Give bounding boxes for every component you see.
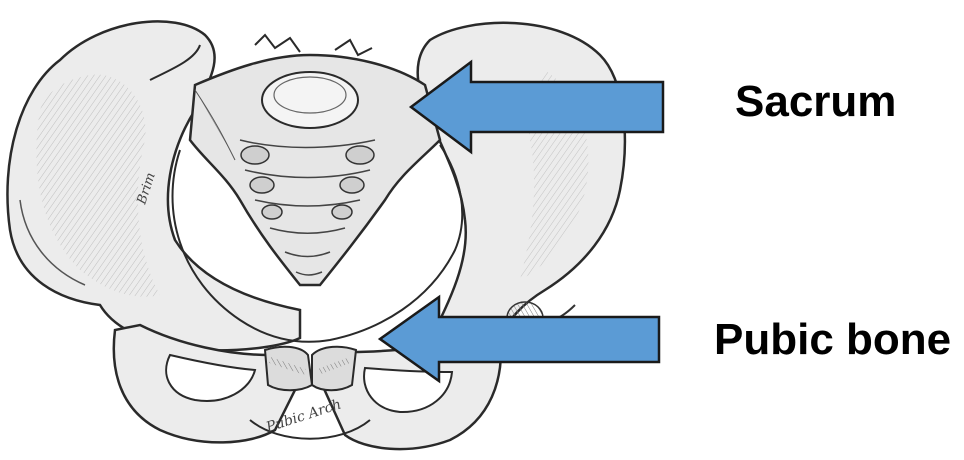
sacrum-bone bbox=[190, 35, 440, 285]
pubic-bone-label: Pubic bone bbox=[714, 318, 951, 362]
sacrum-label: Sacrum bbox=[735, 80, 896, 124]
right-ilium bbox=[418, 23, 625, 340]
